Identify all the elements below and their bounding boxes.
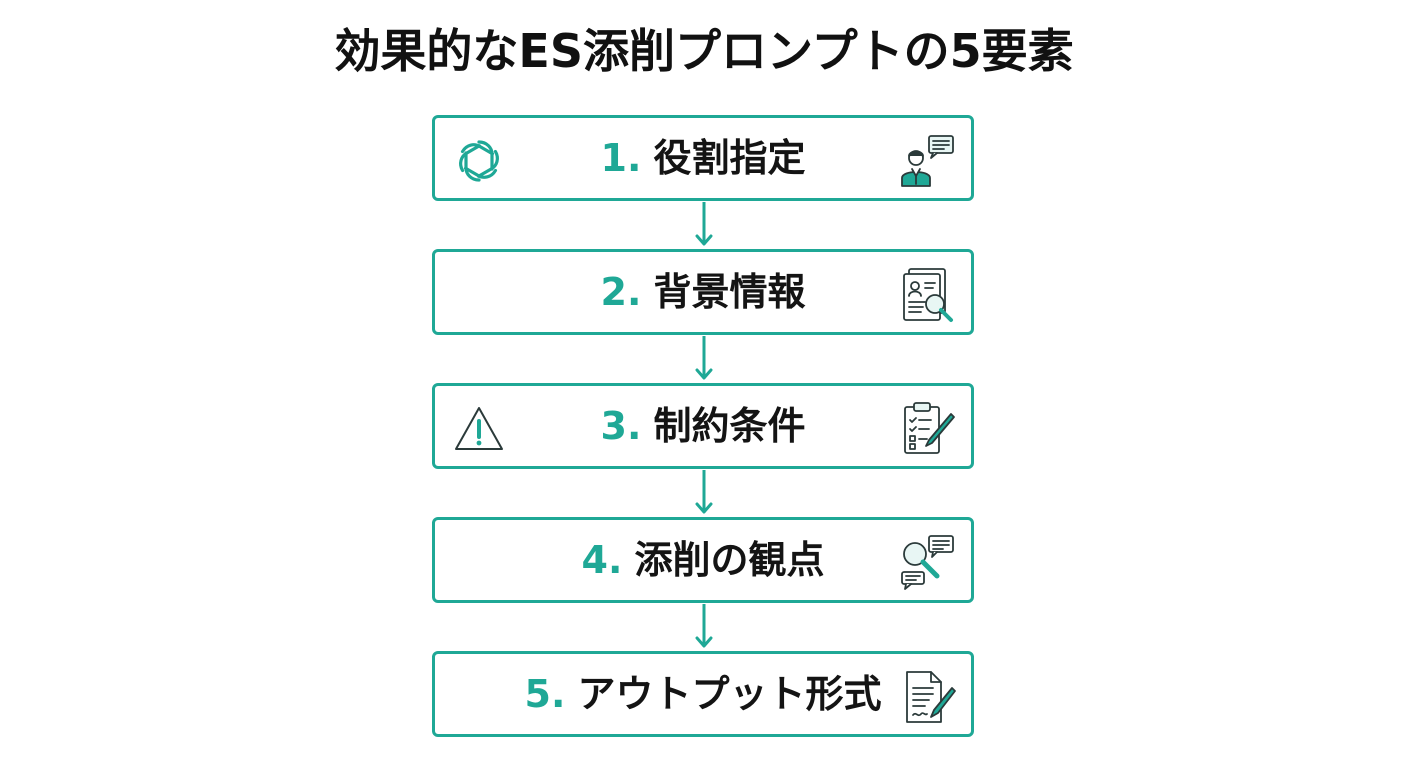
step-number: 3. <box>600 404 642 448</box>
step-box-1: 1. 役割指定 <box>432 115 974 201</box>
review-search-icon <box>901 535 954 590</box>
step-text: アウトプット形式 <box>577 672 882 716</box>
step-label-4: 4. 添削の観点 <box>435 520 971 600</box>
step-number: 2. <box>600 270 642 314</box>
diagram-title: 効果的なES添削プロンプトの5要素 <box>334 24 1074 78</box>
connector-arrow <box>695 604 713 648</box>
warning-icon <box>455 407 503 450</box>
step-box-2: 2. 背景情報 <box>432 249 974 335</box>
step-number: 4. <box>581 538 623 582</box>
step-text: 添削の観点 <box>634 538 825 582</box>
document-edit-icon <box>906 671 956 723</box>
step-box-3: 3. 制約条件 <box>432 383 974 469</box>
step-text: 制約条件 <box>653 404 806 448</box>
step-number: 1. <box>600 136 642 180</box>
step-label-5: 5. アウトプット形式 <box>435 654 971 734</box>
step-box-4: 4. 添削の観点 <box>432 517 974 603</box>
consultant-chat-icon <box>901 135 954 187</box>
resume-magnifier-icon <box>903 268 953 322</box>
step-box-5: 5. アウトプット形式 <box>432 651 974 737</box>
connector-arrow <box>695 336 713 380</box>
step-number: 5. <box>524 672 566 716</box>
openai-logo-icon <box>459 140 499 182</box>
checklist-clipboard-icon <box>904 402 955 454</box>
step-label-3: 3. 制約条件 <box>435 386 971 466</box>
connector-arrow <box>695 470 713 514</box>
connector-arrow <box>695 202 713 246</box>
step-text: 役割指定 <box>653 136 806 180</box>
step-label-2: 2. 背景情報 <box>435 252 971 332</box>
step-label-1: 1. 役割指定 <box>435 118 971 198</box>
step-text: 背景情報 <box>653 270 806 314</box>
